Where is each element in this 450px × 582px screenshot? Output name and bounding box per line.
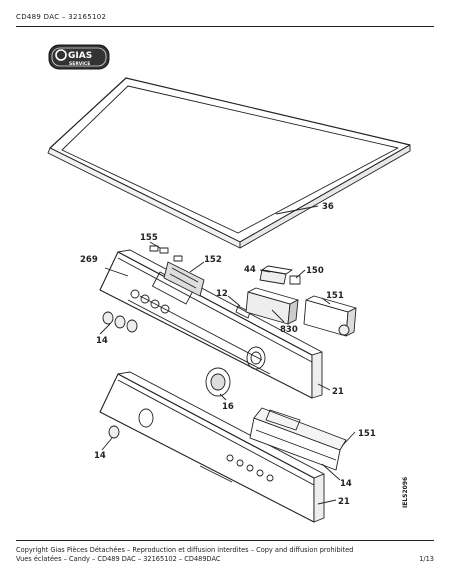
- part-44: [259, 265, 293, 285]
- header-rule: [16, 26, 434, 27]
- logo-brand-text: GIAS: [68, 51, 92, 61]
- page-number: 1/13: [419, 555, 434, 563]
- button-block-152: [163, 261, 205, 297]
- callout-150: 150: [306, 266, 324, 276]
- document-footer: Copyright Gias Pièces Détachées – Reprod…: [16, 546, 353, 564]
- part-150: [289, 275, 301, 285]
- callout-14-board: 14: [340, 479, 352, 489]
- callout-152: 152: [204, 255, 222, 265]
- callout-21-lower: 21: [338, 497, 350, 507]
- label-cards-155: [149, 245, 183, 262]
- top-lid-part: [47, 77, 411, 249]
- callout-155: 155: [140, 233, 158, 243]
- callout-269: 269: [80, 255, 98, 265]
- logo-sub-text: SERVICE: [69, 61, 90, 67]
- module-830: [245, 287, 299, 325]
- footer-copyright: Copyright Gias Pièces Détachées – Reprod…: [16, 546, 354, 554]
- callout-14-lower: 14: [94, 451, 106, 461]
- leader-269: [104, 267, 129, 277]
- leader-36: [275, 205, 319, 215]
- callout-36: 36: [322, 202, 334, 212]
- document-header: CD489 DAC – 32165102: [16, 13, 107, 21]
- callout-16: 16: [222, 402, 234, 412]
- control-board-151: [249, 407, 347, 471]
- gias-service-logo: GIAS SERVICE: [48, 44, 110, 70]
- callout-14-upper: 14: [96, 336, 108, 346]
- footer-model-line: Vues éclatées – Candy – CD489 DAC – 3216…: [16, 555, 221, 563]
- callout-12: 12: [216, 289, 228, 299]
- switch-block-151: [303, 295, 357, 337]
- knob-16: [205, 367, 231, 397]
- knobs-14-upper: [102, 311, 138, 333]
- callout-44: 44: [244, 265, 256, 275]
- footer-rule: [16, 540, 434, 541]
- knob-14-lower: [108, 425, 120, 439]
- callout-21-upper: 21: [332, 387, 344, 397]
- control-panel-lower: [99, 371, 325, 523]
- callout-151-lower: 151: [358, 429, 376, 439]
- callout-830: 830: [280, 325, 298, 335]
- drawing-code: IELS2096: [402, 476, 409, 508]
- callout-151-upper: 151: [326, 291, 344, 301]
